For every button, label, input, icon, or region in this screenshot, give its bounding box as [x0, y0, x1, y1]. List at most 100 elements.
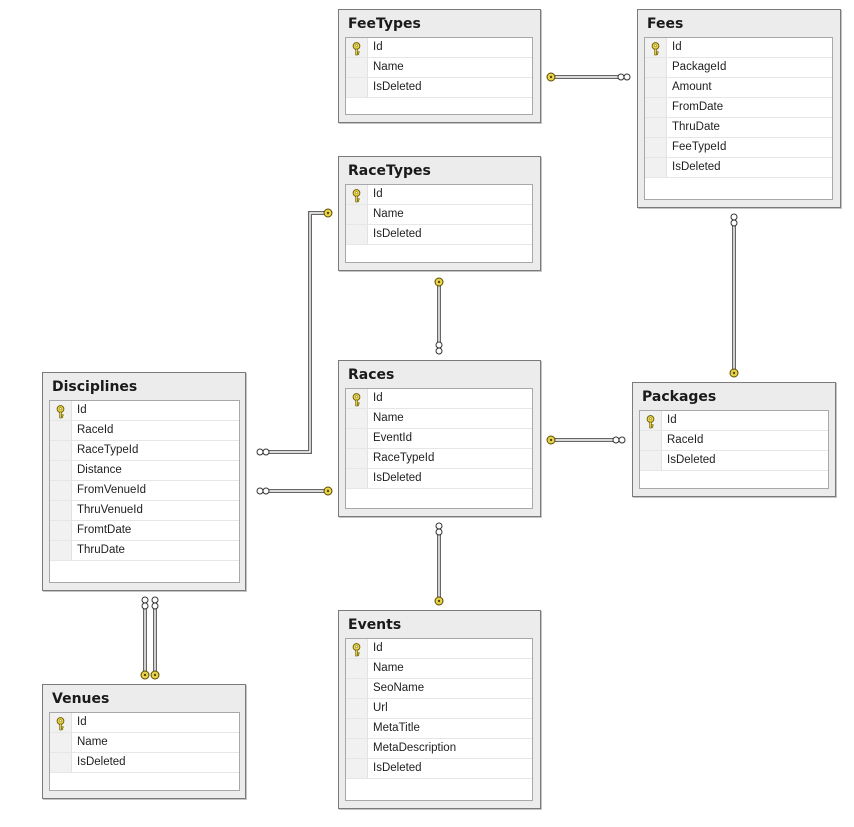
column-row[interactable]: Id	[346, 38, 532, 58]
column-row[interactable]: RaceId	[640, 431, 828, 451]
column-row[interactable]: Name	[346, 659, 532, 679]
column-row[interactable]: MetaDescription	[346, 739, 532, 759]
row-selector[interactable]	[50, 733, 72, 752]
column-row[interactable]: Name	[50, 733, 239, 753]
column-row[interactable]: MetaTitle	[346, 719, 532, 739]
row-selector[interactable]	[346, 38, 368, 57]
relationship-connector[interactable]	[729, 213, 739, 378]
column-row[interactable]: SeoName	[346, 679, 532, 699]
column-row[interactable]: IsDeleted	[50, 753, 239, 773]
column-row[interactable]: ThruDate	[50, 541, 239, 561]
column-row[interactable]: FromtDate	[50, 521, 239, 541]
column-row[interactable]: Id	[346, 389, 532, 409]
row-selector[interactable]	[50, 713, 72, 732]
table-title: RaceTypes	[348, 163, 431, 179]
row-selector[interactable]	[346, 429, 368, 448]
relationship-connector[interactable]	[434, 277, 444, 355]
row-selector[interactable]	[346, 719, 368, 738]
row-selector[interactable]	[645, 58, 667, 77]
row-selector[interactable]	[50, 401, 72, 420]
row-selector[interactable]	[50, 521, 72, 540]
column-row[interactable]: FromVenueId	[50, 481, 239, 501]
column-row[interactable]: Id	[346, 639, 532, 659]
relationship-connector[interactable]	[140, 596, 150, 680]
column-row[interactable]: Amount	[645, 78, 832, 98]
column-row[interactable]: IsDeleted	[645, 158, 832, 178]
column-row[interactable]: Name	[346, 409, 532, 429]
row-selector[interactable]	[50, 501, 72, 520]
column-name: ThruVenueId	[77, 504, 143, 516]
row-selector[interactable]	[50, 421, 72, 440]
column-row[interactable]: FeeTypeId	[645, 138, 832, 158]
column-row[interactable]: IsDeleted	[346, 759, 532, 779]
table-title: FeeTypes	[348, 16, 421, 32]
column-row[interactable]: FromDate	[645, 98, 832, 118]
column-row[interactable]: RaceId	[50, 421, 239, 441]
row-selector[interactable]	[645, 158, 667, 177]
row-selector[interactable]	[645, 38, 667, 57]
column-row[interactable]: ThruVenueId	[50, 501, 239, 521]
column-row[interactable]: Distance	[50, 461, 239, 481]
column-row[interactable]: IsDeleted	[346, 469, 532, 489]
row-selector[interactable]	[346, 449, 368, 468]
row-selector[interactable]	[346, 639, 368, 658]
row-selector[interactable]	[645, 78, 667, 97]
row-selector[interactable]	[346, 389, 368, 408]
row-selector[interactable]	[645, 118, 667, 137]
column-row[interactable]: Id	[640, 411, 828, 431]
relationship-connector[interactable]	[150, 596, 160, 680]
row-selector[interactable]	[346, 205, 368, 224]
row-selector[interactable]	[640, 411, 662, 430]
row-selector[interactable]	[50, 541, 72, 560]
column-row[interactable]: Id	[50, 401, 239, 421]
column-row[interactable]: IsDeleted	[640, 451, 828, 471]
column-row[interactable]: PackageId	[645, 58, 832, 78]
row-selector[interactable]	[346, 739, 368, 758]
column-row[interactable]: Id	[346, 185, 532, 205]
row-selector[interactable]	[640, 451, 662, 470]
row-selector[interactable]	[346, 469, 368, 488]
row-selector[interactable]	[346, 409, 368, 428]
row-selector[interactable]	[640, 431, 662, 450]
row-selector[interactable]	[645, 98, 667, 117]
row-selector[interactable]	[346, 679, 368, 698]
row-selector[interactable]	[346, 659, 368, 678]
column-row[interactable]: Name	[346, 58, 532, 78]
row-selector[interactable]	[50, 753, 72, 772]
row-selector[interactable]	[50, 481, 72, 500]
row-selector[interactable]	[50, 461, 72, 480]
column-row[interactable]: Url	[346, 699, 532, 719]
column-name: IsDeleted	[672, 161, 721, 173]
column-row[interactable]: Id	[50, 713, 239, 733]
column-row[interactable]: IsDeleted	[346, 225, 532, 245]
relationship-connector[interactable]	[434, 522, 444, 606]
column-row[interactable]: RaceTypeId	[346, 449, 532, 469]
column-row[interactable]: EventId	[346, 429, 532, 449]
row-selector[interactable]	[346, 58, 368, 77]
row-selector[interactable]	[645, 138, 667, 157]
column-row[interactable]: Id	[645, 38, 832, 58]
row-selector[interactable]	[346, 185, 368, 204]
row-selector[interactable]	[346, 759, 368, 778]
row-selector[interactable]	[346, 699, 368, 718]
column-row[interactable]: ThruDate	[645, 118, 832, 138]
relationship-connector[interactable]	[256, 486, 333, 496]
row-selector[interactable]	[346, 78, 368, 97]
relationship-connector[interactable]	[256, 208, 333, 456]
row-selector[interactable]	[346, 225, 368, 244]
relationship-connector[interactable]	[546, 72, 631, 82]
column-row[interactable]: IsDeleted	[346, 78, 532, 98]
row-selector[interactable]	[50, 441, 72, 460]
relationship-connector[interactable]	[546, 435, 626, 445]
column-row[interactable]: RaceTypeId	[50, 441, 239, 461]
column-row[interactable]: Name	[346, 205, 532, 225]
